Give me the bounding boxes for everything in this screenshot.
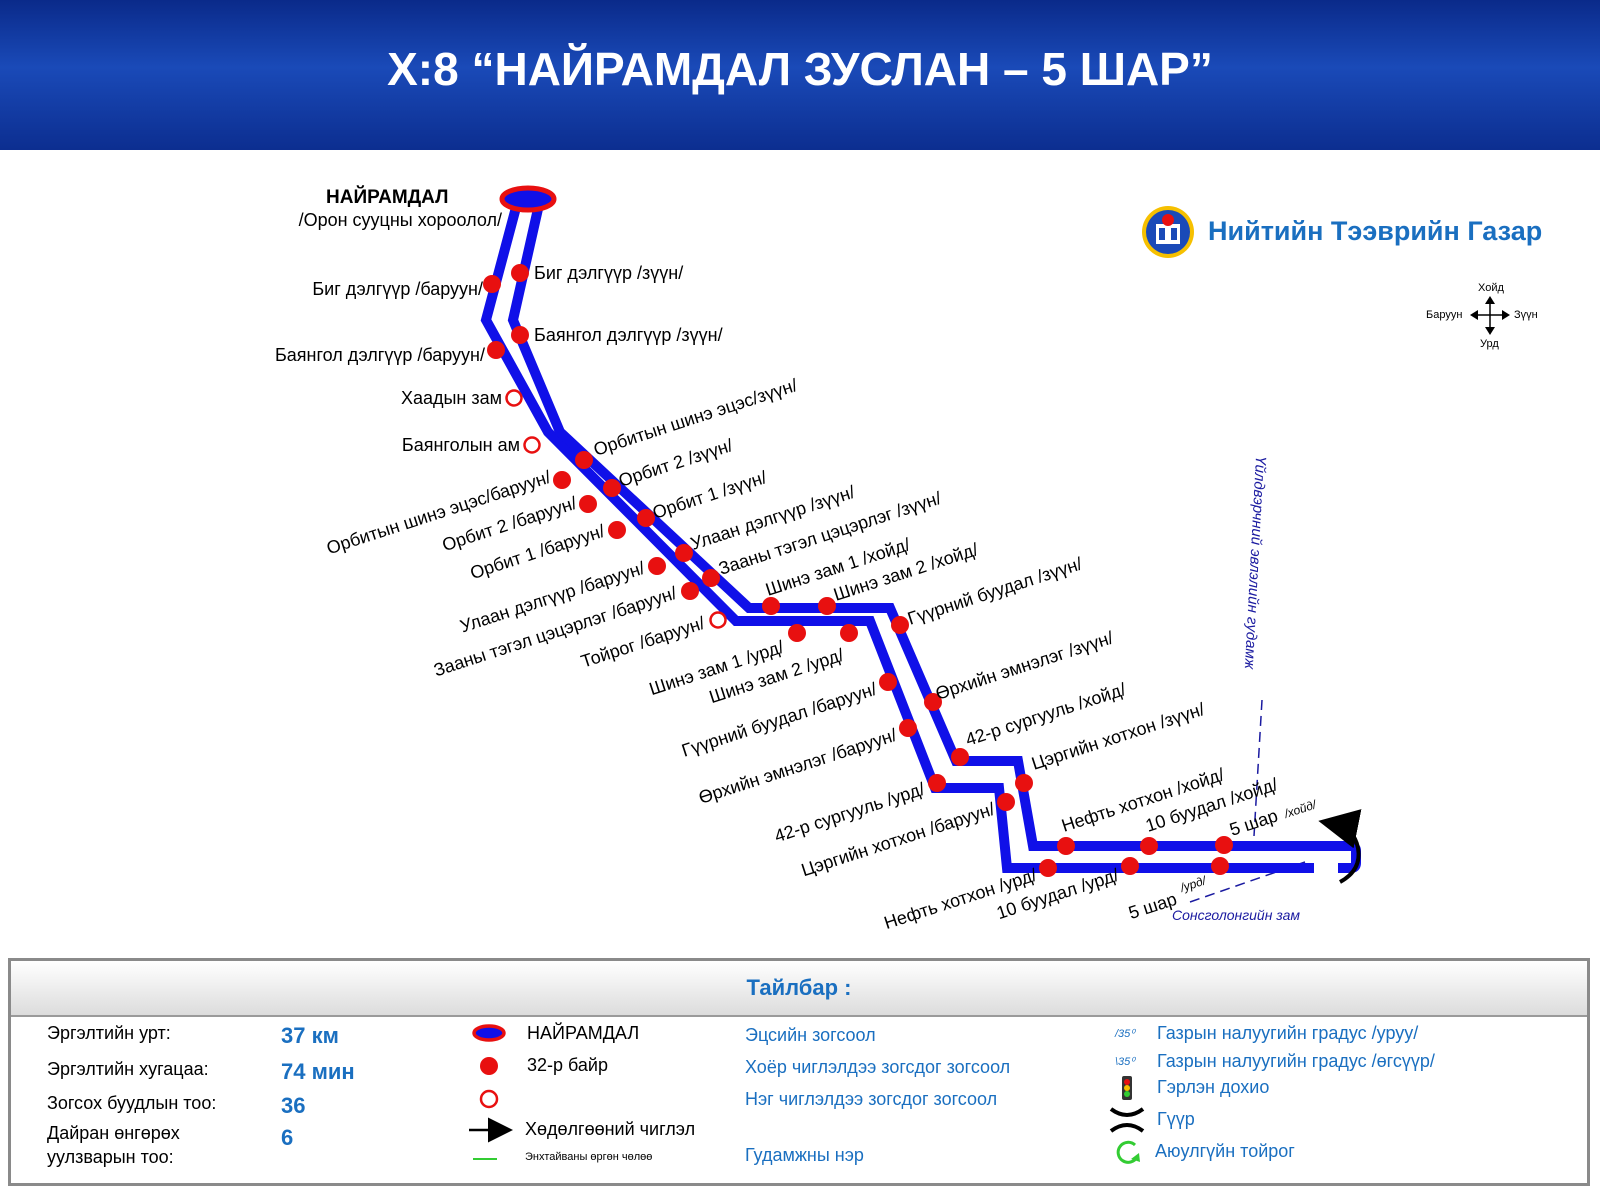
stop-dot [928, 774, 946, 792]
stat-label-stops: Зогсох буудлын тоо: [47, 1093, 217, 1113]
stop-dot [608, 521, 626, 539]
route-map: НАЙРАМДАЛ /Орон сууцны хороолол/ Биг дэл… [275, 185, 1362, 933]
slope-up-icon: \35⁰ [1115, 1056, 1135, 1068]
legend-lane-label: Энхтайваны өргөн чөлөө [525, 1151, 653, 1163]
stop-dot [1140, 837, 1158, 855]
stop-label: Биг дэлгүүр /баруун/ [312, 279, 483, 299]
stop-dot [511, 326, 529, 344]
stop-dot [951, 748, 969, 766]
stop-dot [762, 597, 780, 615]
terminal-subtitle: /Орон сууцны хороолол/ [299, 210, 502, 230]
route-line-east [507, 198, 1356, 851]
stop-dot [637, 509, 655, 527]
compass-west: Баруун [1426, 309, 1463, 321]
one-way-stop-dot [709, 611, 727, 629]
org-brand: Нийтийн Тээврийн Газар [1140, 204, 1580, 260]
stop-dot [575, 451, 593, 469]
legend-meaning-two-way: Хоёр чиглэлдээ зогсдог зогсоол [745, 1057, 1011, 1077]
traffic-light-icon [1122, 1076, 1132, 1100]
legend-title: Тайлбар : [746, 975, 852, 1000]
stop-dot [681, 582, 699, 600]
stop-suffix: /хойд/ [1282, 797, 1320, 821]
stop-dot [1211, 857, 1229, 875]
stop-dot [511, 264, 529, 282]
stat-label-duration: Эргэлтийн хугацаа: [47, 1059, 209, 1079]
stop-dot [1215, 836, 1233, 854]
street-name-vertical: Үйлдвэрчний эвлэлийн гудамж [1241, 456, 1269, 670]
stop-suffix: /урд/ [1178, 873, 1210, 895]
legend-panel: Тайлбар : Эргэлтийн урт: 37 км Эргэлтийн… [8, 958, 1590, 1186]
org-name: Нийтийн Тээврийн Газар [1208, 216, 1543, 246]
legend-bridge: Гүүр [1157, 1109, 1195, 1129]
legend-slope-down: Газрын налуугийн градус /уруу/ [1157, 1023, 1419, 1043]
compass: Хойд Урд Баруун Зүүн [1420, 280, 1550, 352]
street-line-vertical [1253, 699, 1263, 837]
stat-label-length: Эргэлтийн урт: [47, 1023, 171, 1043]
stop-dot [818, 597, 836, 615]
stop-label: Баянгол дэлгүүр /зүүн/ [534, 325, 723, 345]
legend-direction-label: Хөдөлгөөний чиглэл [525, 1119, 696, 1139]
stop-dot [1057, 837, 1075, 855]
compass-north: Хойд [1478, 282, 1504, 294]
legend-terminal-label: НАЙРАМДАЛ [527, 1023, 640, 1043]
stop-label: Баянголын ам [402, 435, 520, 455]
header-banner: Х:8 “НАЙРАМДАЛ ЗУСЛАН – 5 ШАР” [0, 0, 1600, 150]
stop-dot [840, 624, 858, 642]
stat-value-length: 37 км [281, 1023, 339, 1048]
legend-header: Тайлбар : [11, 961, 1587, 1017]
stop-dot [1121, 857, 1139, 875]
stat-label-crossings-2: уулзварын тоо: [47, 1147, 174, 1167]
terminal-name: НАЙРАМДАЛ [326, 186, 448, 208]
slope-down-icon: /35⁰ [1115, 1028, 1135, 1040]
terminal-legend-icon [472, 1024, 506, 1042]
legend-meaning-street: Гудамжны нэр [745, 1145, 864, 1165]
stop-label: Биг дэлгүүр /зүүн/ [534, 263, 683, 283]
legend-slope-up: Газрын налуугийн градус /өгсүүр/ [1157, 1051, 1435, 1071]
legend-meaning-one-way: Нэг чиглэлдээ зогсдог зогсоол [745, 1089, 998, 1109]
one-way-stop-dot [505, 389, 523, 407]
bridge-icon [1109, 1107, 1145, 1133]
legend-stop-label: 32-р байр [527, 1055, 608, 1075]
two-way-stop-legend-icon [480, 1057, 498, 1075]
stop-dot [924, 693, 942, 711]
stop-dot [788, 624, 806, 642]
legend-roundabout: Аюулгүйн тойрог [1155, 1141, 1295, 1161]
stop-dot [1015, 774, 1033, 792]
stop-dot [675, 544, 693, 562]
stat-value-stops: 36 [281, 1093, 306, 1118]
stop-dot [603, 479, 621, 497]
route-line-west [480, 198, 1314, 873]
stop-dot [553, 471, 571, 489]
roundabout-icon [1116, 1140, 1140, 1164]
stop-label: Баянгол дэлгүүр /баруун/ [275, 345, 485, 365]
direction-arrow [1318, 809, 1362, 884]
one-way-stop-legend-icon [479, 1089, 499, 1109]
org-logo [1142, 206, 1194, 258]
stop-dot [648, 557, 666, 575]
legend-meaning-terminal: Эцсийн зогсоол [745, 1025, 876, 1045]
compass-south: Урд [1480, 338, 1499, 350]
stat-label-crossings: Дайран өнгөрөх [47, 1123, 180, 1143]
legend-symbols [469, 1024, 513, 1160]
stop-dot [579, 495, 597, 513]
legend-traffic-light: Гэрлэн дохио [1157, 1077, 1270, 1097]
stop-dot [1039, 859, 1057, 877]
compass-east: Зүүн [1514, 309, 1538, 321]
stop-dot [879, 673, 897, 691]
stat-value-duration: 74 мин [281, 1059, 355, 1084]
terminal-marker [499, 185, 557, 213]
stop-dot [487, 341, 505, 359]
street-name-horizontal: Сонсголонгийн зам [1172, 907, 1300, 923]
stop-dot [899, 719, 917, 737]
stat-value-crossings: 6 [281, 1125, 294, 1150]
stop-dot [702, 569, 720, 587]
stop-dot [483, 275, 501, 293]
stop-dot [997, 793, 1015, 811]
page-title: Х:8 “НАЙРАМДАЛ ЗУСЛАН – 5 ШАР” [387, 43, 1213, 95]
stop-dot [891, 616, 909, 634]
one-way-stop-dot [523, 436, 541, 454]
stop-label: Хаадын зам [401, 388, 502, 408]
compass-arrows-icon [1470, 296, 1510, 335]
